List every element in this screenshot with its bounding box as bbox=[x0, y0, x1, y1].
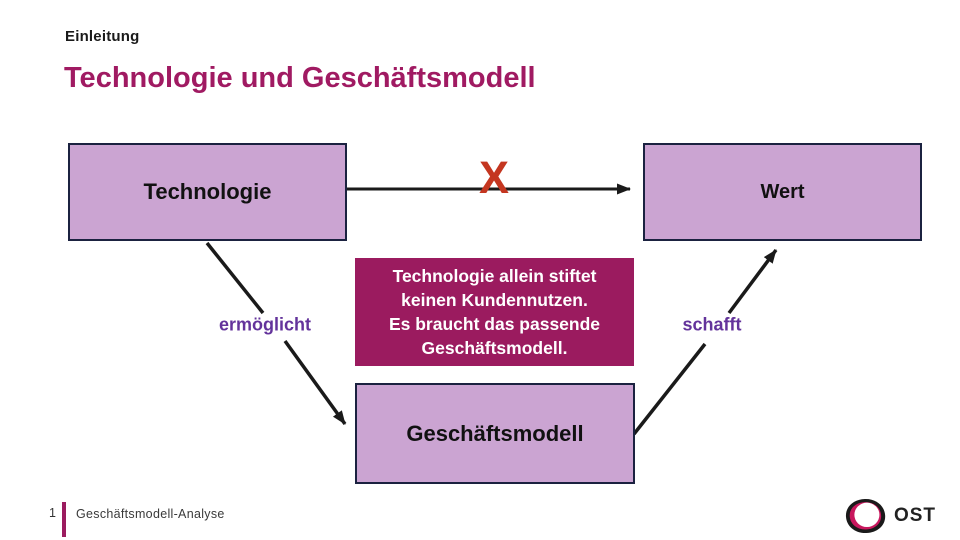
ost-logo: OST bbox=[844, 494, 936, 538]
page-number: 1 bbox=[49, 506, 56, 520]
node-technologie: Technologie bbox=[68, 143, 347, 241]
ost-logo-icon bbox=[845, 498, 886, 534]
arrow-technologie-geschaeftsmodell-lower bbox=[283, 339, 347, 426]
section-kicker: Einleitung bbox=[65, 28, 140, 45]
callout-line: Technologie allein stiftet bbox=[392, 266, 597, 286]
callout-line: Es braucht das passende bbox=[388, 314, 601, 334]
footer-divider bbox=[62, 502, 66, 537]
edge-label-schafft: schafft bbox=[682, 314, 742, 335]
slide-title: Technologie und Geschäftsmodell bbox=[64, 62, 536, 94]
arrow-technologie-geschaeftsmodell-upper bbox=[205, 241, 265, 315]
node-wert: Wert bbox=[643, 143, 922, 241]
edge-label-ermoeglicht: ermöglicht bbox=[218, 314, 312, 335]
node-geschaeftsmodell: Geschäftsmodell bbox=[355, 383, 635, 484]
logo-center bbox=[854, 502, 880, 528]
ost-logo-text: OST bbox=[893, 505, 936, 526]
callout-line: Geschäftsmodell. bbox=[421, 338, 568, 358]
blocked-x-marker: X bbox=[478, 152, 509, 203]
footer-section-title: Geschäftsmodell-Analyse bbox=[76, 507, 225, 521]
callout-line: keinen Kundennutzen. bbox=[401, 290, 588, 310]
callout-box: Technologie allein stiftet keinen Kunden… bbox=[355, 258, 634, 366]
arrow-geschaeftsmodell-wert-upper bbox=[727, 248, 778, 315]
arrow-geschaeftsmodell-wert-lower bbox=[632, 342, 707, 436]
